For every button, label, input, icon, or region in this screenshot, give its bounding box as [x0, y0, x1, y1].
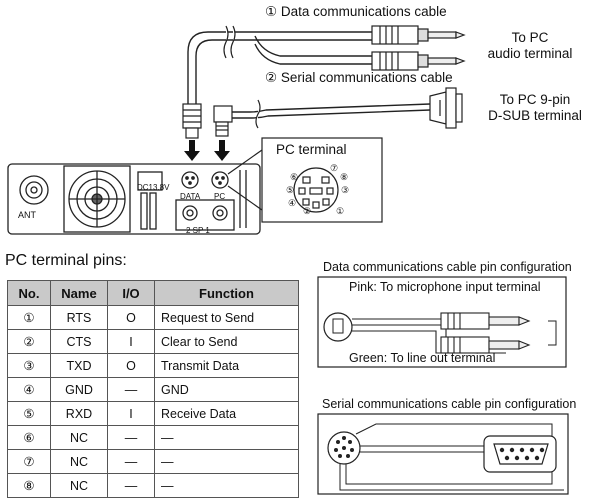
connection-arrows — [184, 140, 230, 161]
data-cable-config-title: Data communications cable pin configurat… — [323, 260, 572, 274]
ant-label: ANT — [18, 210, 36, 220]
pin-function-cell: — — [154, 449, 299, 474]
pin-io-cell: I — [107, 401, 155, 426]
pin-io-cell: I — [107, 329, 155, 354]
dsub-connector — [429, 87, 463, 129]
pin-function-cell: Clear to Send — [154, 329, 299, 354]
serial-cable-config-title: Serial communications cable pin configur… — [322, 397, 577, 411]
pin-function-cell: Receive Data — [154, 401, 299, 426]
pin-number-cell: ① — [7, 305, 51, 330]
sp-label: 2 SP 1 — [186, 226, 210, 235]
pin-function-cell: Transmit Data — [154, 353, 299, 378]
pin-number-cell: ④ — [7, 377, 51, 402]
pc-audio-line2: audio terminal — [487, 46, 573, 61]
pc-audio-line1: To PC — [511, 30, 549, 45]
pin-number-cell: ⑤ — [7, 401, 51, 426]
pin-table-header-row: No. Name I/O Function — [7, 280, 299, 306]
pin-3-label: ③ — [341, 185, 350, 195]
data-cable — [187, 31, 372, 104]
col-header-no: No. — [7, 280, 51, 306]
pink-plug-icon — [440, 312, 531, 330]
pin-function-cell: — — [154, 425, 299, 450]
dsub-9pin-icon — [483, 435, 557, 473]
pin-name-cell: CTS — [50, 329, 108, 354]
pin-io-cell: O — [107, 305, 155, 330]
pc-terminal-callout — [227, 137, 383, 223]
col-header-name: Name — [50, 280, 108, 306]
pin-number-cell: ⑧ — [7, 473, 51, 498]
green-plug-icon — [440, 336, 531, 354]
pin-name-cell: NC — [50, 425, 108, 450]
pc-dsub-line2: D-SUB terminal — [488, 108, 582, 123]
serial-cable-config-diagram — [317, 413, 569, 495]
pin-io-cell: O — [107, 353, 155, 378]
serial-cable-label: ② Serial communications cable — [265, 70, 453, 85]
pin-number-cell: ⑥ — [7, 425, 51, 450]
data-cable-label: ① Data communications cable — [265, 4, 447, 19]
pin-6-label: ⑥ — [290, 172, 299, 182]
data-cable-config-diagram — [317, 276, 567, 368]
pin-name-cell: NC — [50, 473, 108, 498]
green-label: Green: To line out terminal — [349, 351, 496, 365]
pin-8-label: ⑧ — [340, 172, 349, 182]
pin-function-cell: GND — [154, 377, 299, 402]
pc-jack-label: PC — [214, 192, 226, 201]
connection-diagram — [7, 25, 466, 235]
pin-number-cell: ② — [7, 329, 51, 354]
pin-1-label: ① — [336, 206, 345, 216]
pin-2-label: ② — [303, 206, 312, 216]
pin-function-cell: Request to Send — [154, 305, 299, 330]
pin-number-cell: ⑦ — [7, 449, 51, 474]
col-header-function: Function — [154, 280, 299, 306]
pin-7-label: ⑦ — [330, 163, 339, 173]
pin-name-cell: TXD — [50, 353, 108, 378]
col-header-io: I/O — [107, 280, 155, 306]
data-jack-label: DATA — [180, 192, 201, 201]
pin-5-label: ⑤ — [286, 185, 295, 195]
radio-rear-panel — [7, 163, 261, 235]
pin-io-cell: — — [107, 425, 155, 450]
pin-number-cell: ③ — [7, 353, 51, 378]
pc-dsub-line1: To PC 9-pin — [499, 92, 571, 107]
pin-name-cell: RTS — [50, 305, 108, 330]
pin-function-cell: — — [154, 473, 299, 498]
pin-io-cell: — — [107, 473, 155, 498]
pc-dsub-destination: To PC 9-pin D-SUB terminal — [470, 92, 600, 124]
cable-break-mark — [255, 99, 261, 129]
pin-name-cell: NC — [50, 449, 108, 474]
serial-pc-plug — [213, 105, 233, 137]
pin-table-heading: PC terminal pins: — [5, 252, 127, 269]
pin-io-cell: — — [107, 377, 155, 402]
pc-terminal-title: PC terminal — [276, 142, 347, 157]
pin-io-cell: — — [107, 449, 155, 474]
data-din-plug — [182, 103, 202, 139]
pc-audio-destination: To PC audio terminal — [470, 30, 590, 62]
audio-plug-lower — [371, 51, 466, 71]
dc-label: DC13.8V — [137, 183, 170, 192]
pin-name-cell: RXD — [50, 401, 108, 426]
cable-break-mark — [223, 25, 229, 59]
pin-name-cell: GND — [50, 377, 108, 402]
pink-label: Pink: To microphone input terminal — [349, 280, 541, 294]
audio-plug-upper — [371, 25, 466, 45]
pin-4-label: ④ — [288, 198, 297, 208]
cable-break-mark — [230, 25, 236, 59]
